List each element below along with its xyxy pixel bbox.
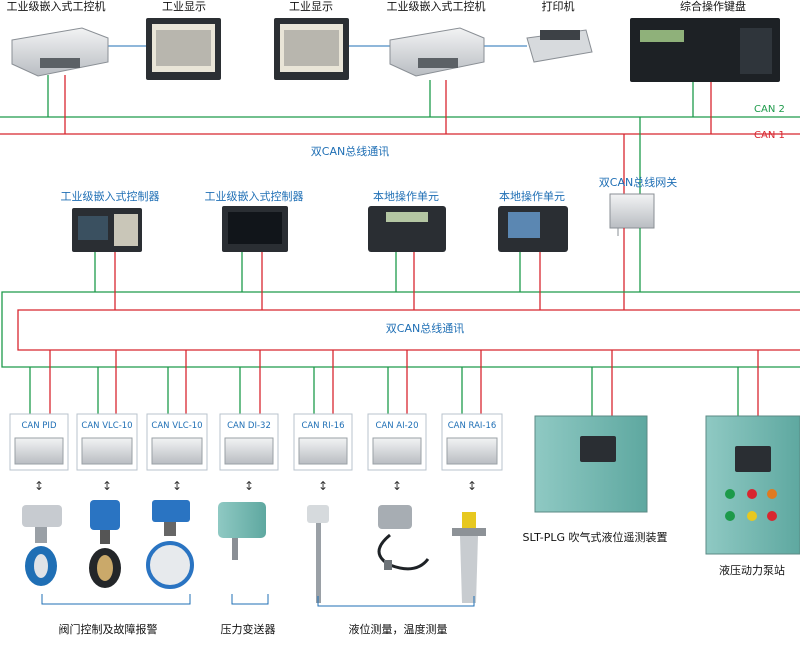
top-display-1 bbox=[146, 18, 221, 80]
module-label: CAN VLC-10 bbox=[151, 421, 202, 431]
label-display-1: 工业显示 bbox=[162, 0, 206, 13]
top-ipc-2 bbox=[389, 27, 485, 77]
module-ai: CAN AI-20 bbox=[367, 413, 427, 471]
can-gateway: 双CAN总线网关 bbox=[599, 175, 677, 236]
arrow-icon: ↕ bbox=[318, 479, 328, 493]
label-group-level: 液位测量，温度测量 bbox=[349, 622, 448, 636]
module-label: CAN RAI-16 bbox=[448, 421, 497, 431]
lower-bus-label: 双CAN总线通讯 bbox=[386, 321, 464, 335]
module-label: CAN DI-32 bbox=[227, 421, 271, 431]
module-label: CAN RI-16 bbox=[301, 421, 344, 431]
module-vlc-b: CAN VLC-10 bbox=[146, 413, 208, 471]
label-ctrl-2: 工业级嵌入式控制器 bbox=[205, 189, 304, 203]
arrow-icon: ↕ bbox=[34, 479, 44, 493]
lower-bus: 双CAN总线通讯 bbox=[1, 252, 800, 416]
arrow-icon: ↕ bbox=[467, 479, 477, 493]
label-group-valve: 阀门控制及故障报警 bbox=[59, 622, 158, 636]
module-rai: CAN RAI-16 bbox=[441, 413, 503, 471]
module-pid: CAN PID bbox=[9, 413, 69, 471]
label-printer: 打印机 bbox=[542, 0, 575, 13]
level-sensor bbox=[377, 505, 430, 571]
mid-local-2 bbox=[498, 206, 568, 252]
label-group-pressure: 压力变送器 bbox=[221, 622, 276, 636]
label-slt: SLT-PLG 吹气式液位遥测装置 bbox=[522, 530, 667, 544]
mid-ctrl-1 bbox=[72, 208, 142, 252]
valve-1 bbox=[22, 505, 62, 586]
label-display-2: 工业显示 bbox=[289, 0, 333, 13]
top-printer bbox=[526, 29, 593, 63]
label-local-1: 本地操作单元 bbox=[373, 189, 439, 203]
module-ri: CAN RI-16 bbox=[293, 413, 353, 471]
top-display-2 bbox=[274, 18, 349, 80]
module-label: CAN VLC-10 bbox=[81, 421, 132, 431]
pump-station: 液压动力泵站 bbox=[705, 415, 800, 577]
top-ipc-1 bbox=[11, 27, 109, 77]
upper-bus: CAN 2 CAN 1 双CAN总线通讯 bbox=[0, 45, 800, 194]
arrow-icon: ↕ bbox=[392, 479, 402, 493]
label-ipc-2: 工业级嵌入式工控机 bbox=[387, 0, 486, 13]
slt-cabinet: SLT-PLG 吹气式液位遥测装置 bbox=[522, 415, 668, 544]
arrow-icon: ↕ bbox=[172, 479, 182, 493]
module-label: CAN AI-20 bbox=[375, 421, 418, 431]
arrow-icon: ↕ bbox=[102, 479, 112, 493]
label-gateway: 双CAN总线网关 bbox=[599, 175, 677, 189]
group-brackets bbox=[41, 594, 475, 607]
module-label: CAN PID bbox=[22, 421, 57, 431]
label-ctrl-1: 工业级嵌入式控制器 bbox=[61, 189, 160, 203]
label-ipc-1: 工业级嵌入式工控机 bbox=[7, 0, 106, 13]
label-keyboard: 综合操作键盘 bbox=[680, 0, 746, 13]
mid-local-1 bbox=[368, 206, 446, 252]
top-keyboard bbox=[630, 18, 780, 82]
can2-label: CAN 2 bbox=[754, 104, 785, 115]
radar-level-sensor bbox=[452, 512, 486, 603]
label-pump: 液压动力泵站 bbox=[719, 563, 785, 577]
pressure-transmitter bbox=[218, 502, 266, 560]
valve-2 bbox=[89, 500, 121, 588]
module-vlc-a: CAN VLC-10 bbox=[76, 413, 138, 471]
mid-ctrl-2 bbox=[222, 206, 288, 252]
can1-label: CAN 1 bbox=[754, 130, 785, 141]
arrow-icon: ↕ bbox=[244, 479, 254, 493]
label-local-2: 本地操作单元 bbox=[499, 189, 565, 203]
upper-bus-label: 双CAN总线通讯 bbox=[311, 144, 389, 158]
valve-3 bbox=[146, 500, 194, 589]
temperature-probe bbox=[307, 505, 329, 603]
module-di: CAN DI-32 bbox=[219, 413, 279, 471]
